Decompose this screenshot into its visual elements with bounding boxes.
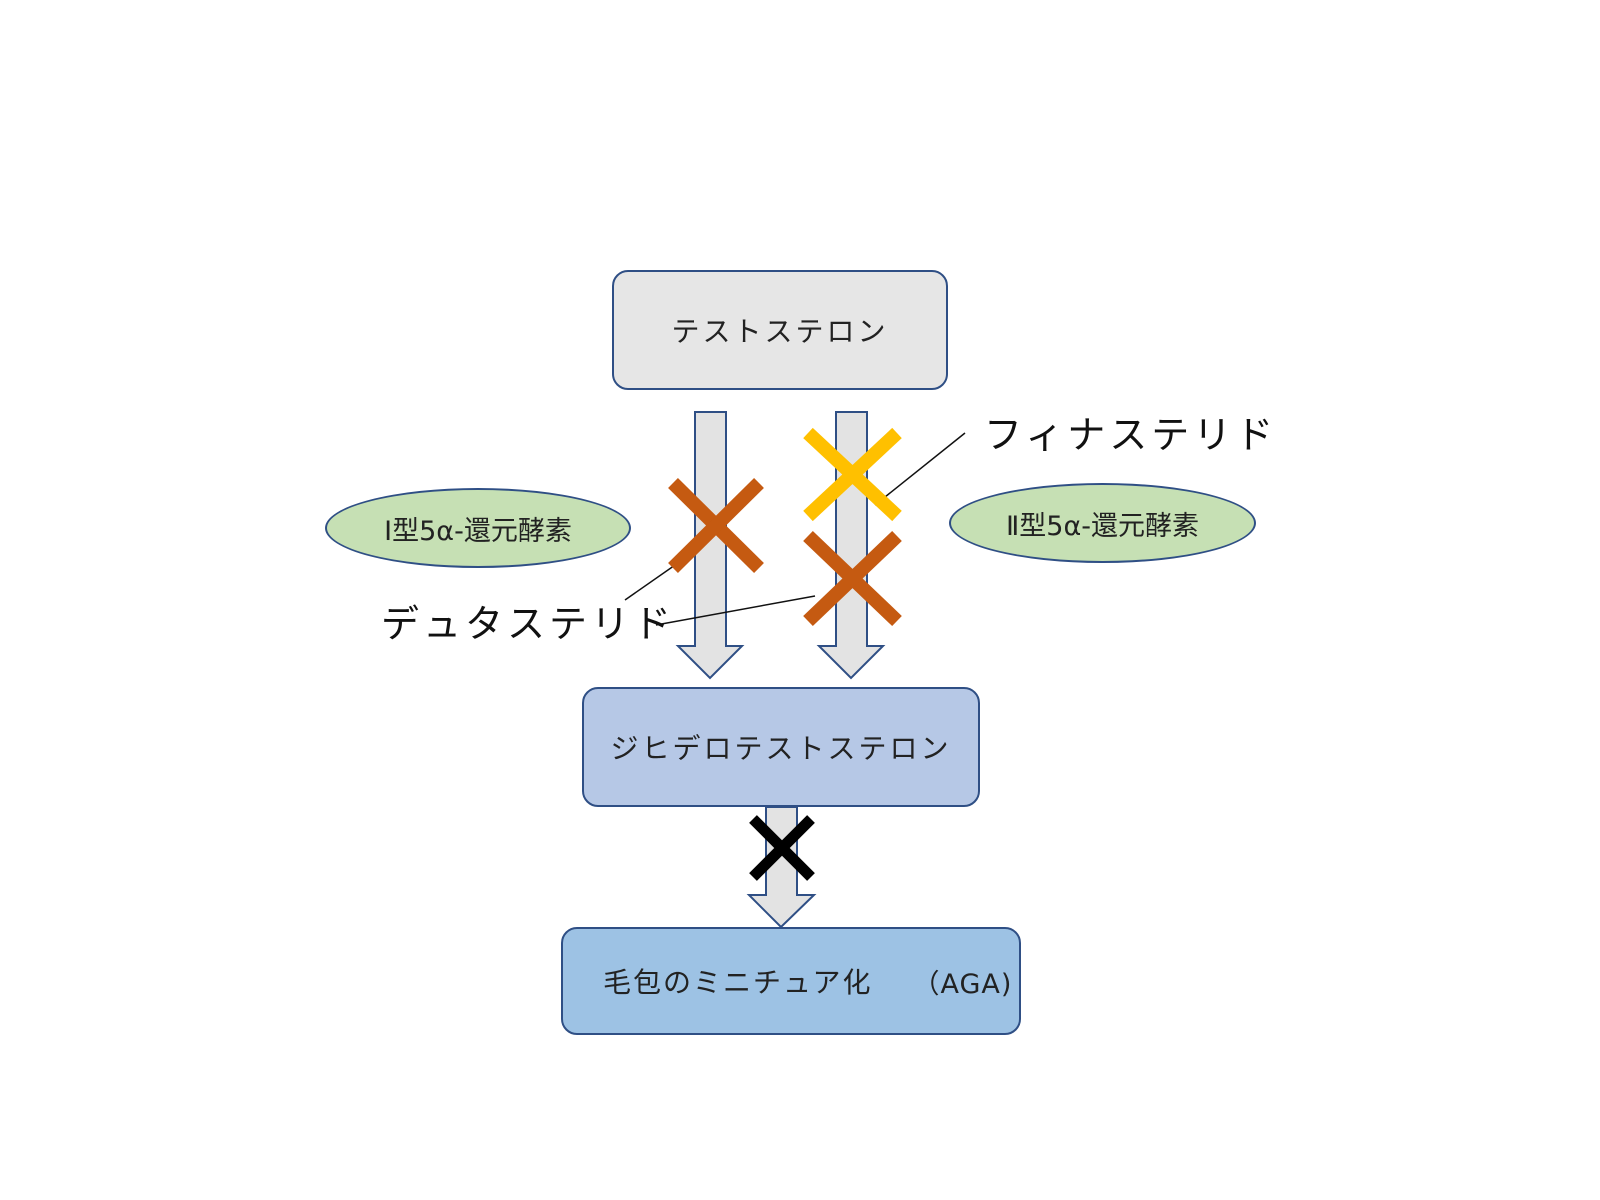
dutasteride-label: デュタステリド [381, 602, 676, 646]
dht-block-cross-icon [749, 815, 815, 881]
hair-follicle-label: 毛包のミニチュア化 [603, 966, 873, 999]
dutasteride-block-right-cross-icon [803, 530, 902, 627]
finasteride-label: フィナステリド [984, 413, 1278, 457]
type1-enzyme-node: Ⅰ型5α-還元酵素 [325, 488, 631, 568]
type2-enzyme-label: Ⅱ型5α-還元酵素 [1005, 510, 1199, 542]
dutasteride-leader-line-2 [655, 595, 816, 626]
aga-abbreviation: （AGA) [912, 968, 1013, 1000]
finasteride-leader-line [874, 432, 966, 506]
dutasteride-leader-line-1 [624, 562, 679, 601]
bottom-conversion-arrow [746, 806, 817, 929]
type2-enzyme-node: Ⅱ型5α-還元酵素 [949, 483, 1256, 563]
dutasteride-block-left-cross-icon [668, 478, 764, 573]
testosterone-label: テストステロン [671, 315, 889, 348]
dihydrotestosterone-node: ジヒデロテストステロン [582, 687, 980, 807]
hair-follicle-miniaturization-node: 毛包のミニチュア化 （AGA) [561, 927, 1021, 1035]
type1-enzyme-label: Ⅰ型5α-還元酵素 [384, 515, 572, 547]
testosterone-node: テストステロン [612, 270, 948, 390]
finasteride-block-cross-icon [803, 427, 902, 522]
dihydrotestosterone-label: ジヒデロテストステロン [610, 732, 952, 765]
